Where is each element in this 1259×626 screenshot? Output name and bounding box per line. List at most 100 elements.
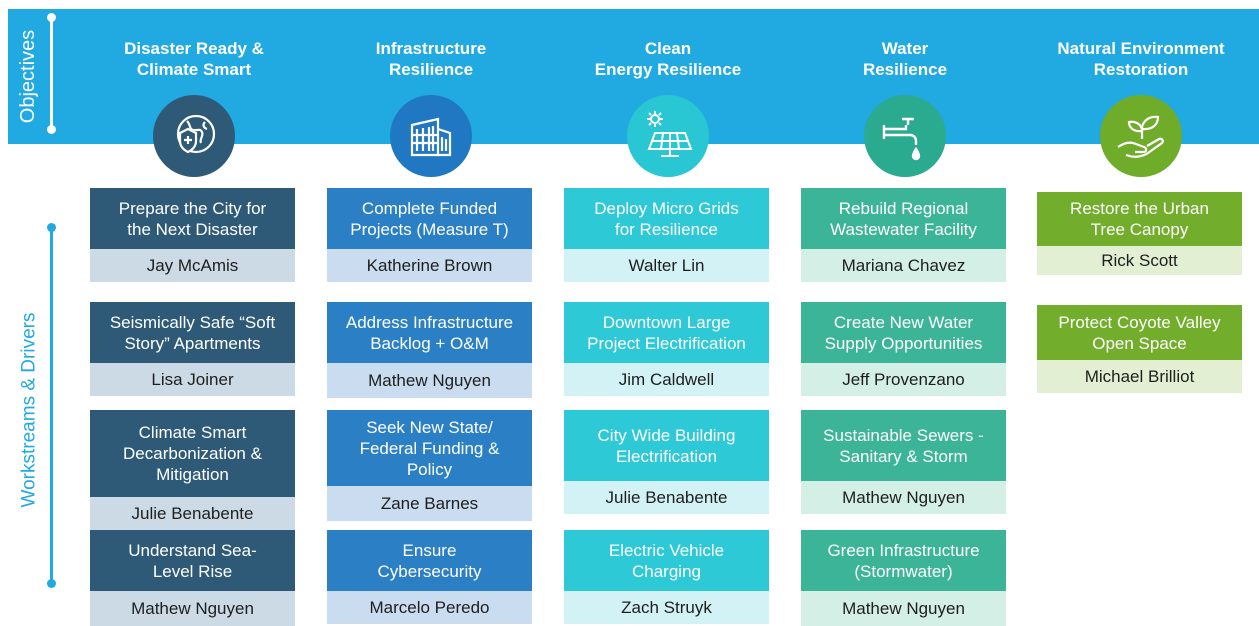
objective-icon-circle bbox=[627, 95, 709, 177]
workstream-title-line: Cybersecurity bbox=[377, 561, 482, 581]
objective-icon-circle bbox=[1100, 95, 1182, 177]
workstream-title-line: Complete Funded bbox=[361, 198, 498, 218]
workstream-owner: Jim Caldwell bbox=[564, 363, 769, 396]
workstream-title-line: Backlog + O&M bbox=[370, 333, 489, 353]
workstream-title-line: Seek New State/ bbox=[366, 417, 493, 437]
objective-icon-circle bbox=[390, 95, 472, 177]
workstream-title-line: the Next Disaster bbox=[127, 219, 258, 239]
workstream-title-line: Electrification bbox=[615, 446, 718, 466]
workstream-title: Understand Sea-Level Rise bbox=[90, 530, 295, 591]
workstream-owner: Rick Scott bbox=[1037, 246, 1242, 275]
workstream-title-line: Sanitary & Storm bbox=[839, 446, 968, 466]
workstream-owner: Jeff Provenzano bbox=[801, 363, 1006, 396]
objective-title-line: Restoration bbox=[1093, 60, 1189, 79]
workstream-title: Green Infrastructure(Stormwater) bbox=[801, 530, 1006, 591]
objective-title-line: Resilience bbox=[388, 60, 474, 79]
workstream-title-line: Mitigation bbox=[156, 465, 229, 484]
workstream-title-line: for Resilience bbox=[614, 219, 718, 239]
workstream-title-line: Projects (Measure T) bbox=[350, 219, 509, 239]
workstream-title-line: Federal Funding & bbox=[359, 438, 500, 458]
workstream-title-line: Electric Vehicle bbox=[608, 540, 725, 560]
workstream-owner: Marcelo Peredo bbox=[327, 591, 532, 624]
objective-icon-circle bbox=[864, 95, 946, 177]
workstream-title-line: Supply Opportunities bbox=[824, 333, 983, 353]
objectives-line-dot-bottom bbox=[47, 125, 56, 134]
objective-title: Disaster Ready &Climate Smart bbox=[79, 38, 309, 80]
solar-panel-icon bbox=[641, 109, 695, 163]
objective-title-line: Resilience bbox=[862, 60, 948, 79]
workstream-title-line: Protect Coyote Valley bbox=[1058, 312, 1221, 332]
workstream-owner: Mathew Nguyen bbox=[90, 591, 295, 626]
workstreams-label: Workstreams & Drivers bbox=[18, 312, 40, 508]
objectives-divider-line bbox=[50, 17, 53, 129]
workstream-owner: Katherine Brown bbox=[327, 249, 532, 282]
workstream-title-line: Green Infrastructure bbox=[827, 540, 980, 560]
workstreams-divider-line bbox=[50, 227, 53, 583]
workstream-card: Green Infrastructure(Stormwater)Mathew N… bbox=[801, 530, 1006, 626]
workstream-title-line: Level Rise bbox=[152, 561, 233, 581]
workstream-title-line: Address Infrastructure bbox=[345, 312, 514, 332]
workstream-title-line: Rebuild Regional bbox=[838, 198, 969, 218]
workstream-title-line: Ensure bbox=[402, 540, 457, 560]
objective-title-line: Infrastructure bbox=[375, 39, 487, 58]
workstream-title-line: City Wide Building bbox=[597, 425, 736, 445]
objective-icon-circle bbox=[153, 95, 235, 177]
workstream-title-line: Wastewater Facility bbox=[830, 219, 977, 239]
workstream-title-line: Tree Canopy bbox=[1090, 220, 1189, 239]
workstream-title-line: Decarbonization & bbox=[123, 444, 262, 463]
workstream-owner: Zach Struyk bbox=[564, 591, 769, 624]
workstream-title-line: Create New Water bbox=[833, 312, 974, 332]
objectives-label: Objectives bbox=[17, 29, 40, 124]
plant-hand-icon bbox=[1114, 109, 1168, 163]
workstream-title-line: Sustainable Sewers - bbox=[823, 425, 984, 445]
workstream-owner: Mariana Chavez bbox=[801, 249, 1006, 282]
workstream-owner: Walter Lin bbox=[564, 249, 769, 282]
objective-title-line: Natural Environment bbox=[1057, 39, 1225, 58]
objective-title-line: Disaster Ready & bbox=[124, 39, 264, 58]
workstream-title-line: Charging bbox=[632, 561, 701, 581]
workstream-owner: Julie Benabente bbox=[564, 481, 769, 514]
workstream-title-line: Story” Apartments bbox=[124, 333, 261, 353]
workstream-owner: Lisa Joiner bbox=[90, 363, 295, 396]
workstream-owner: Jay McAmis bbox=[90, 249, 295, 282]
workstream-title-line: Understand Sea- bbox=[128, 540, 257, 560]
workstream-title-line: Downtown Large bbox=[602, 312, 731, 332]
workstreams-line-dot-top bbox=[47, 223, 56, 232]
workstream-title-line: Prepare the City for bbox=[118, 198, 267, 218]
workstream-title-line: (Stormwater) bbox=[854, 561, 953, 581]
globe-shield-icon bbox=[167, 109, 221, 163]
workstreams-side-label: Workstreams & Drivers bbox=[8, 205, 50, 615]
building-icon bbox=[404, 109, 458, 163]
objective-title-line: Water bbox=[881, 39, 929, 58]
workstream-owner: Mathew Nguyen bbox=[801, 481, 1006, 514]
workstreams-line-dot-bottom bbox=[47, 579, 56, 588]
workstream-owner: Mathew Nguyen bbox=[801, 591, 1006, 626]
